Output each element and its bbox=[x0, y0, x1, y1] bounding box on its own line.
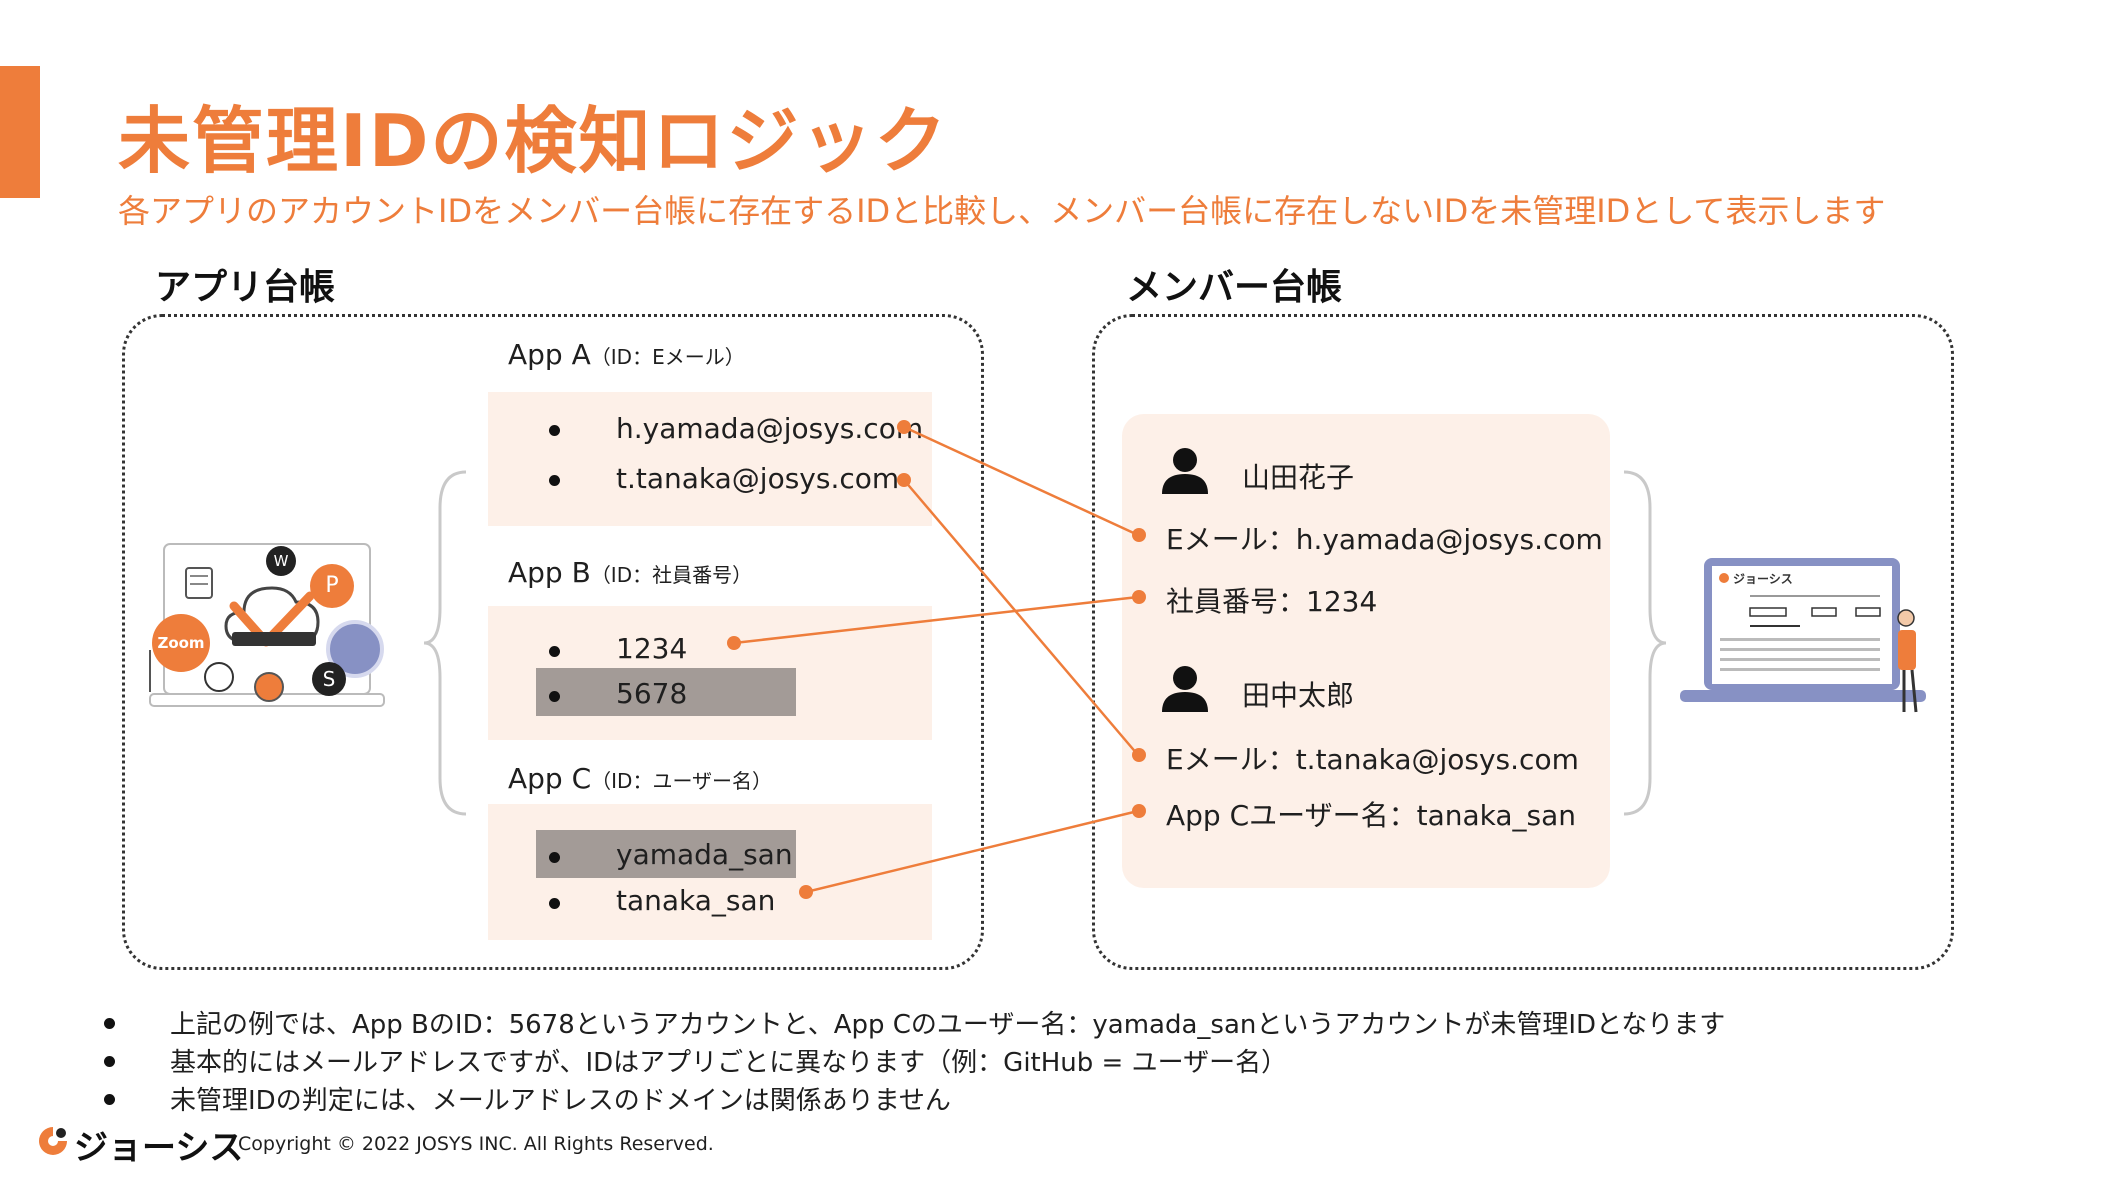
connector-dot bbox=[1132, 804, 1146, 818]
footer-brand: ジョーシス bbox=[74, 1128, 244, 1168]
skype-icon: S bbox=[312, 662, 346, 696]
page-title: 未管理IDの検知ロジック bbox=[118, 99, 949, 183]
app-a-id-1: h.yamada@josys.com bbox=[616, 412, 924, 445]
chart-icon bbox=[254, 672, 284, 702]
josys-logo-icon bbox=[39, 1127, 67, 1155]
note-2: 基本的にはメールアドレスですが、IDはアプリごとに異なります（例：GitHub … bbox=[170, 1048, 1288, 1078]
app-b-id-2: 5678 bbox=[616, 677, 688, 710]
app-a-id-2: t.tanaka@josys.com bbox=[616, 462, 900, 495]
word-icon: W bbox=[266, 546, 296, 576]
note-bullet bbox=[104, 1094, 115, 1105]
connector-dot bbox=[1132, 528, 1146, 542]
unmanaged-id-highlight bbox=[536, 668, 796, 716]
app-b-label: App B（ID：社員番号） bbox=[508, 556, 753, 589]
bullet bbox=[549, 691, 560, 702]
app-b-id-1: 1234 bbox=[616, 632, 688, 665]
member-name: 田中太郎 bbox=[1242, 679, 1355, 712]
bullet bbox=[549, 475, 560, 486]
member-app-c-username: App Cユーザー名：tanaka_san bbox=[1166, 799, 1577, 832]
app-a-label: App A（ID：Eメール） bbox=[508, 338, 745, 371]
app-c-id-1: yamada_san bbox=[616, 838, 793, 871]
right-brace bbox=[1623, 470, 1667, 816]
app-ledger-label: アプリ台帳 bbox=[155, 267, 336, 308]
bullet bbox=[549, 646, 560, 657]
left-brace bbox=[423, 470, 467, 816]
app-c-label: App C（ID：ユーザー名） bbox=[508, 762, 773, 795]
unmanaged-id-highlight bbox=[536, 830, 796, 878]
connector-dot bbox=[1132, 590, 1146, 604]
member-ledger-label: メンバー台帳 bbox=[1126, 267, 1343, 308]
person-icon bbox=[1162, 448, 1208, 494]
bullet bbox=[549, 898, 560, 909]
app-icon-small bbox=[204, 662, 234, 692]
note-bullet bbox=[104, 1018, 115, 1029]
zoom-icon: Zoom bbox=[152, 614, 210, 672]
member-email: Eメール：h.yamada@josys.com bbox=[1166, 523, 1603, 556]
app-c-id-2: tanaka_san bbox=[616, 884, 776, 917]
app-ledger-panel bbox=[122, 314, 984, 970]
bullet bbox=[549, 852, 560, 863]
laptop-brand: ジョーシス bbox=[1733, 572, 1793, 586]
member-email: Eメール：t.tanaka@josys.com bbox=[1166, 743, 1579, 776]
laptop-illustration bbox=[1680, 558, 1926, 713]
note-3: 未管理IDの判定には、メールアドレスのドメインは関係ありません bbox=[170, 1086, 951, 1116]
bullet bbox=[549, 425, 560, 436]
app-a-id-box bbox=[488, 392, 932, 526]
member-ledger-panel bbox=[1092, 314, 1954, 970]
powerpoint-icon: P bbox=[310, 564, 354, 608]
copyright: Copyright © 2022 JOSYS INC. All Rights R… bbox=[238, 1133, 714, 1155]
note-1: 上記の例では、App BのID：5678というアカウントと、App Cのユーザー… bbox=[170, 1010, 1726, 1040]
person-icon bbox=[1162, 666, 1208, 712]
member-employee-number: 社員番号：1234 bbox=[1166, 585, 1378, 618]
page-subtitle: 各アプリのアカウントIDをメンバー台帳に存在するIDと比較し、メンバー台帳に存在… bbox=[118, 192, 1886, 230]
accent-bar bbox=[0, 66, 40, 198]
note-bullet bbox=[104, 1056, 115, 1067]
member-name: 山田花子 bbox=[1242, 461, 1355, 494]
